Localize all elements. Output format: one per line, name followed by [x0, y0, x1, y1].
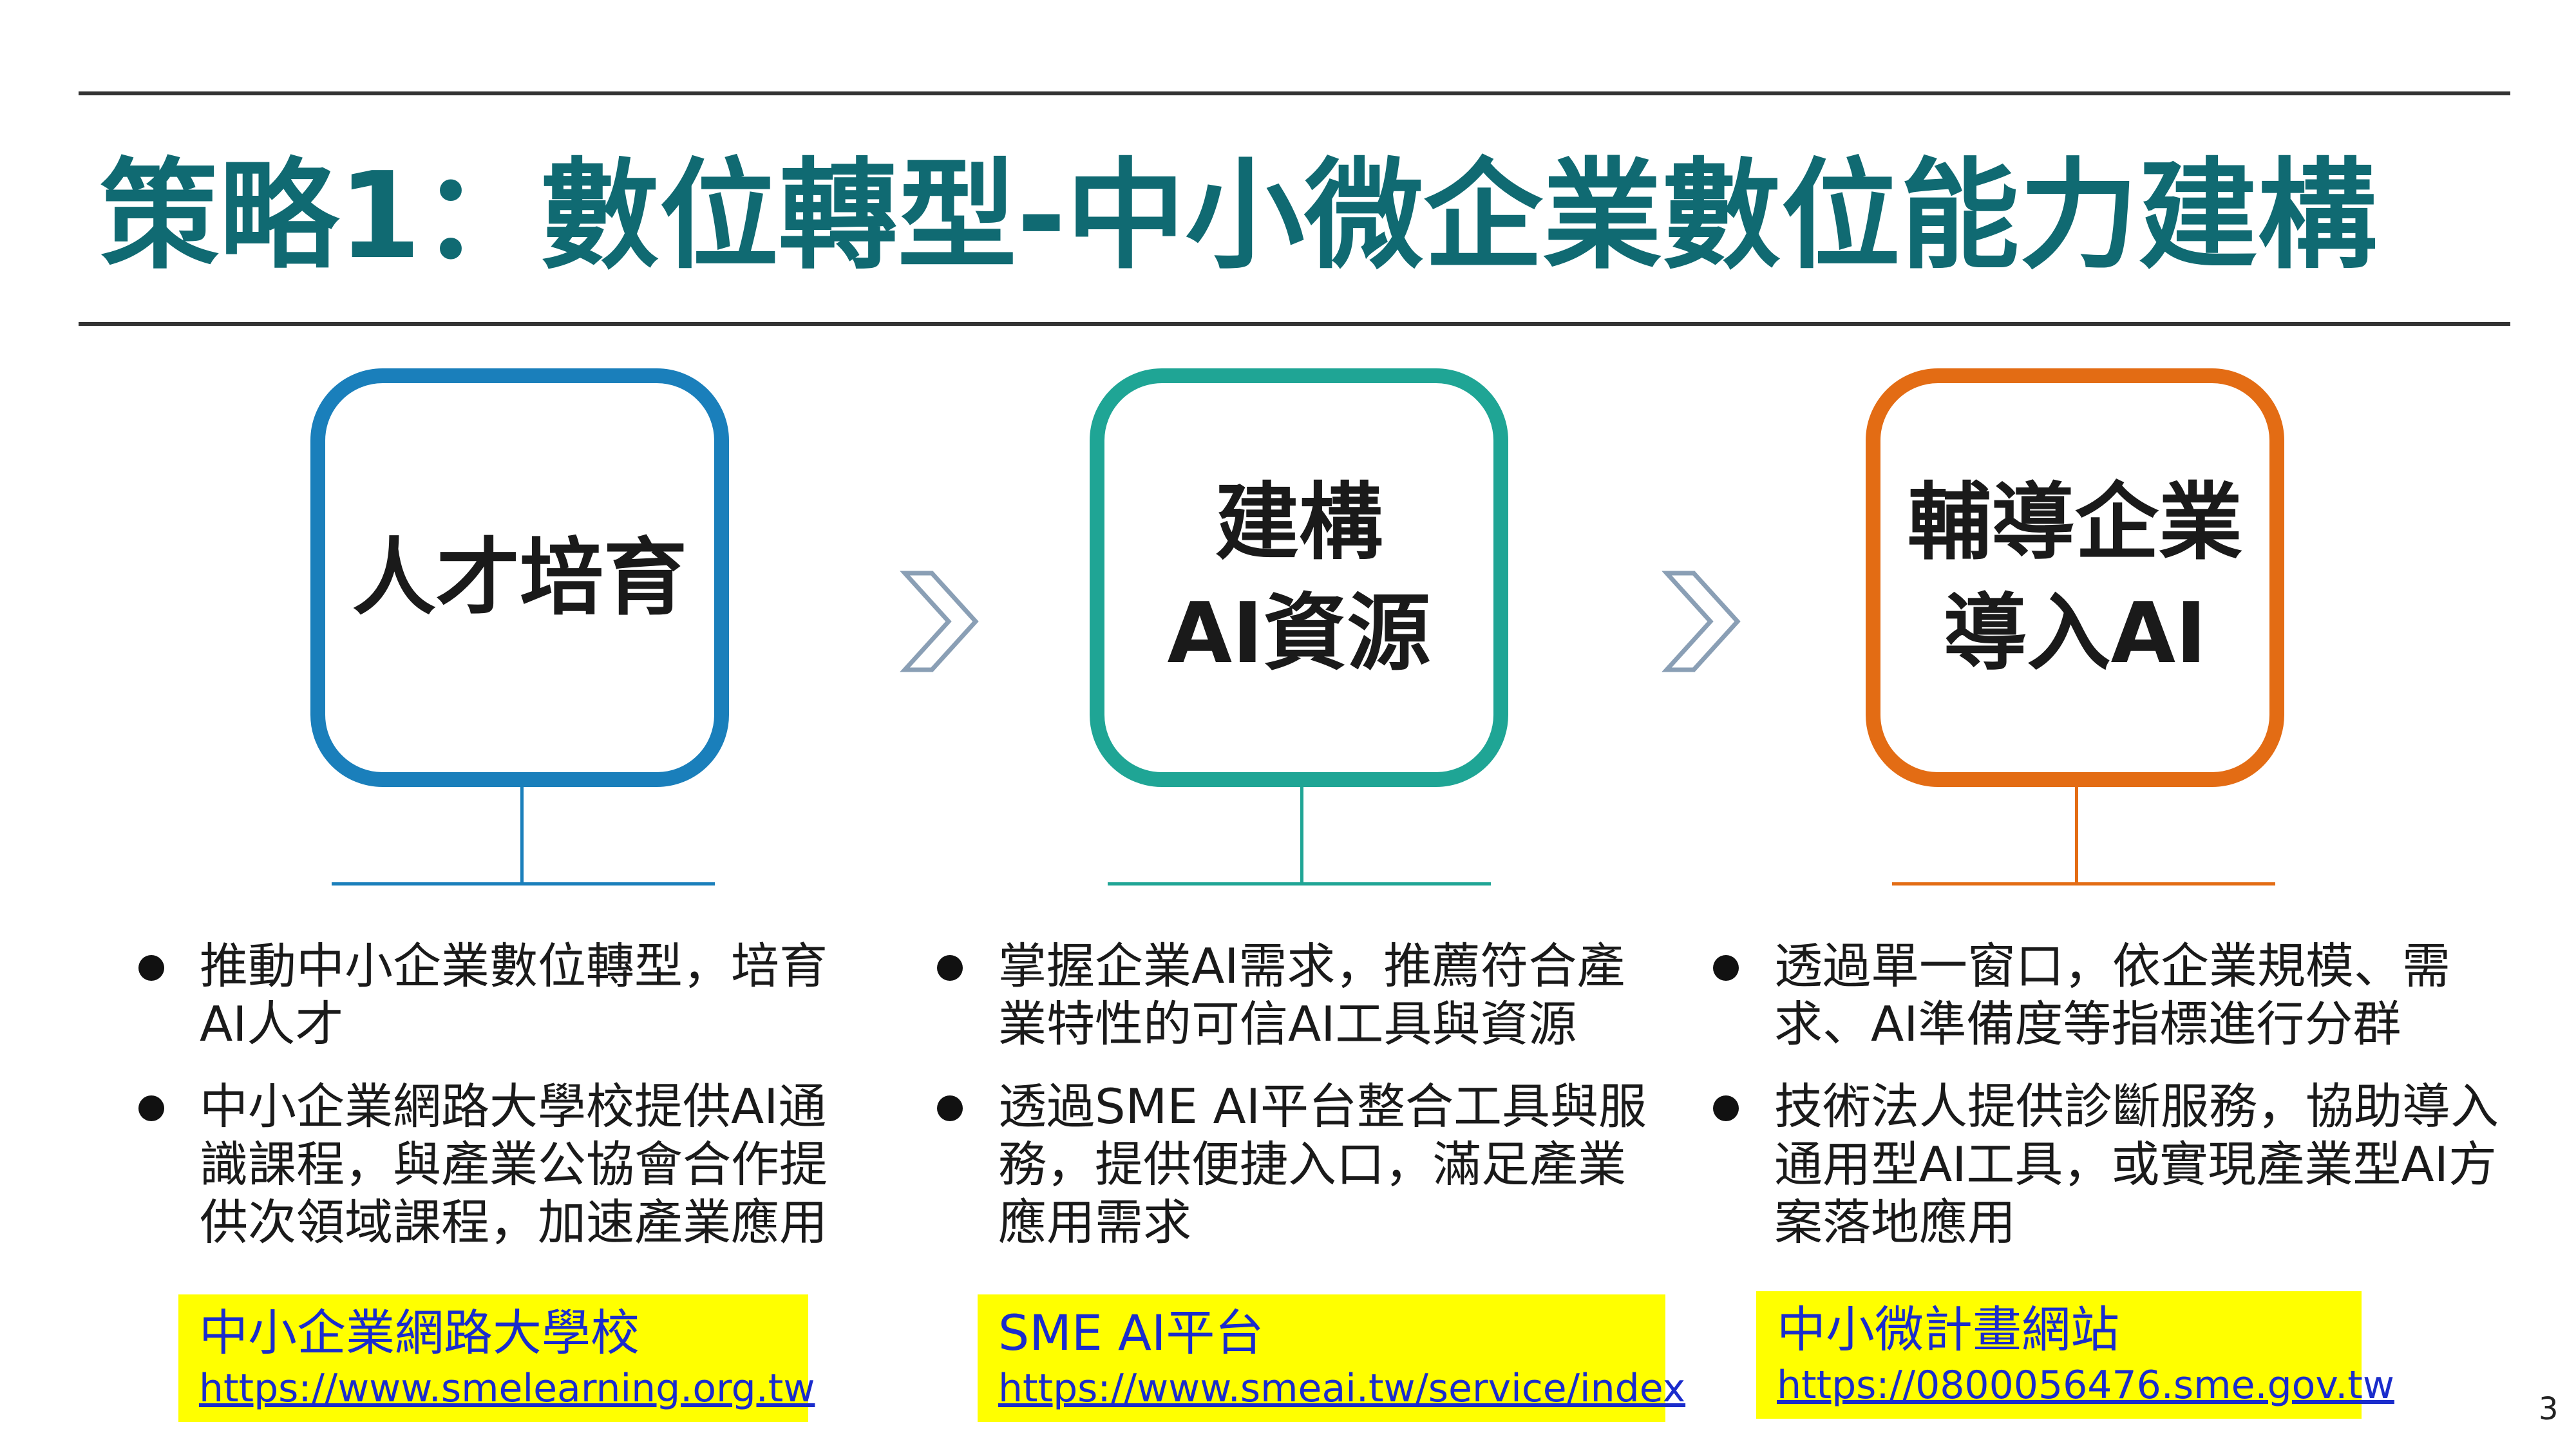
list-item: 技術法人提供診斷服務，協助導入通用型AI工具，或實現產業型AI方案落地應用	[1713, 1077, 2505, 1251]
list-item: 透過單一窗口，依企業規模、需求、AI準備度等指標進行分群	[1713, 937, 2505, 1053]
link-box-smelearning: 中小企業網路大學校 https://www.smelearning.org.tw	[178, 1294, 815, 1422]
bullet-list-ai-adoption: 透過單一窗口，依企業規模、需求、AI準備度等指標進行分群 技術法人提供診斷服務，…	[1713, 937, 2505, 1276]
chevron-right-icon	[900, 571, 979, 672]
page-number: 3	[2539, 1391, 2559, 1427]
link-url[interactable]: https://0800056476.sme.gov.tw	[1777, 1363, 2394, 1408]
connector-vertical	[520, 787, 524, 884]
box-label-line: 導入AI	[1943, 584, 2207, 682]
page-title: 策略1：數位轉型-中小微企業數位能力建構	[100, 146, 2377, 285]
link-title: 中小微計畫網站	[1777, 1301, 2119, 1358]
box-label-line: AI資源	[1167, 584, 1431, 682]
link-title: 中小企業網路大學校	[199, 1304, 639, 1361]
chevron-right-icon	[1662, 571, 1741, 672]
link-title: SME AI平台	[998, 1304, 1264, 1361]
connector-vertical	[2075, 787, 2078, 884]
connector-horizontal	[1892, 882, 2275, 886]
list-item: 掌握企業AI需求，推薦符合產業特性的可信AI工具與資源	[937, 937, 1665, 1053]
bullet-list-ai-resources: 掌握企業AI需求，推薦符合產業特性的可信AI工具與資源 透過SME AI平台整合…	[937, 937, 1665, 1276]
box-label-line: 建構	[1215, 473, 1383, 571]
list-item: 中小企業網路大學校提供AI通識課程，與產業公協會合作提供次領域課程，加速產業應用	[138, 1077, 866, 1251]
bullet-list-talent: 推動中小企業數位轉型，培育AI人才 中小企業網路大學校提供AI通識課程，與產業公…	[138, 937, 866, 1276]
top-rule	[79, 91, 2510, 95]
box-label-line: 輔導企業	[1907, 473, 2242, 571]
box-build-ai-resources: 建構 AI資源	[1090, 368, 1508, 787]
list-item: 透過SME AI平台整合工具與服務，提供便捷入口，滿足產業應用需求	[937, 1077, 1665, 1251]
box-guide-enterprise-ai-adoption: 輔導企業 導入AI	[1866, 368, 2284, 787]
title-underline	[79, 322, 2510, 326]
link-box-smeai: SME AI平台 https://www.smeai.tw/service/in…	[978, 1294, 1686, 1422]
connector-horizontal	[1108, 882, 1491, 886]
link-url[interactable]: https://www.smelearning.org.tw	[199, 1366, 815, 1411]
box-label-line: 人才培育	[352, 529, 687, 627]
link-box-sme-gov: 中小微計畫網站 https://0800056476.sme.gov.tw	[1756, 1291, 2394, 1419]
box-talent-cultivation: 人才培育	[310, 368, 729, 787]
connector-vertical	[1300, 787, 1303, 884]
link-url[interactable]: https://www.smeai.tw/service/index	[998, 1366, 1686, 1411]
list-item: 推動中小企業數位轉型，培育AI人才	[138, 937, 866, 1053]
connector-horizontal	[332, 882, 715, 886]
